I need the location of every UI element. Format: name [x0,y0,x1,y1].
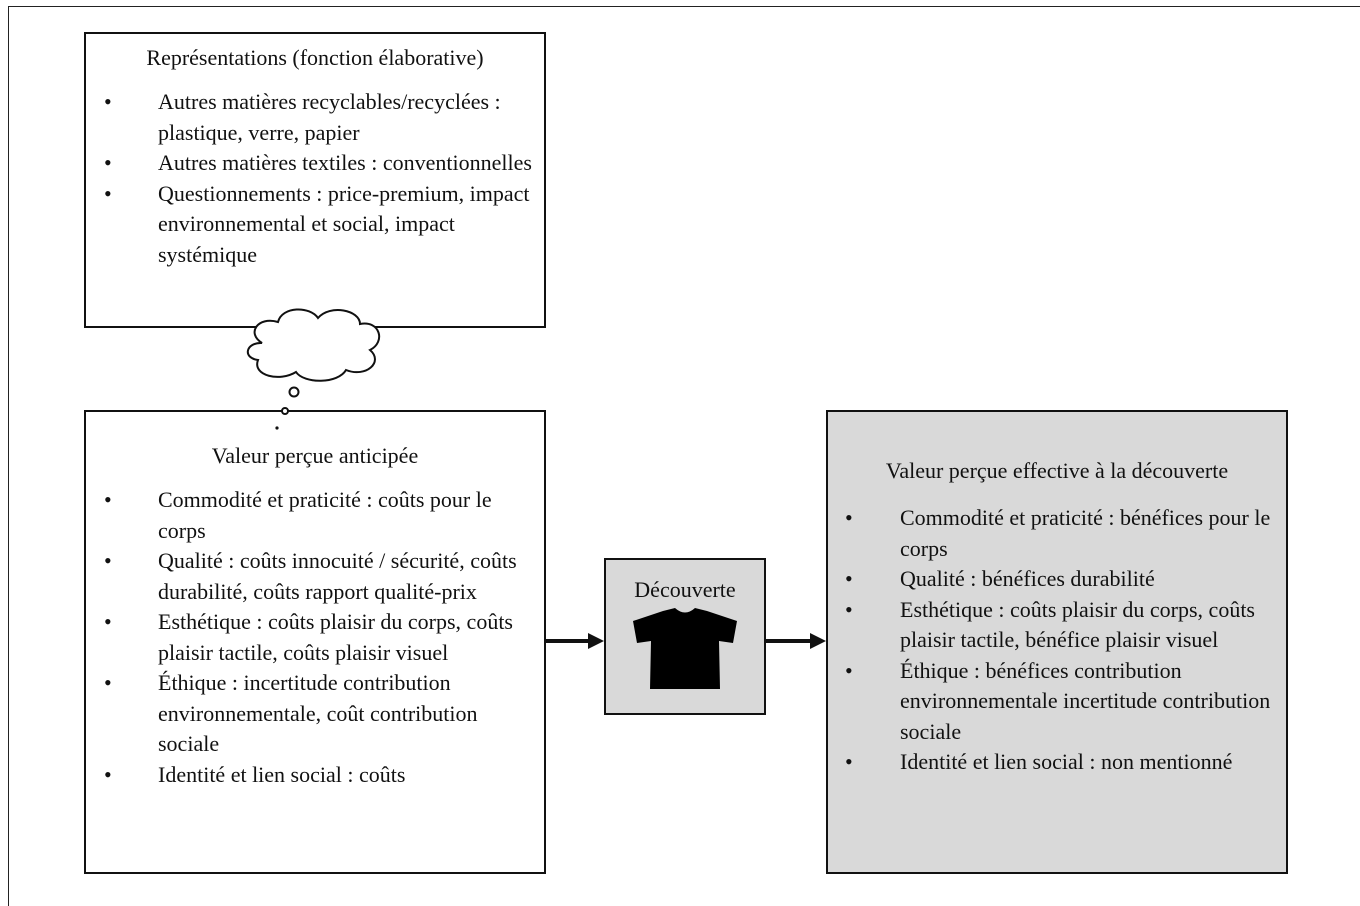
list-item-text: Éthique : bénéfices contribution environ… [900,657,1271,744]
list-item: • Autres matières recyclables/recyclées … [86,87,544,148]
list-item: • Éthique : bénéfices contribution envir… [828,656,1286,748]
bullet-icon: • [845,566,853,591]
list-item: • Esthétique : coûts plaisir du corps, c… [828,595,1286,656]
representations-list: • Autres matières recyclables/recyclées … [86,87,544,270]
t-shirt-icon [633,608,737,689]
bullet-icon: • [104,180,112,206]
bullet-icon: • [104,89,112,114]
bullet-icon: • [104,609,112,634]
bullet-icon: • [845,596,853,622]
discovery-box: Découverte [604,558,766,715]
list-item-text: Commodité et praticité : bénéfices pour … [900,505,1271,561]
bullet-icon: • [845,749,853,774]
arrow-discovery-to-effective [766,633,826,649]
list-item-text: Éthique : incertitude contribution envir… [158,670,478,756]
bullet-icon: • [104,761,112,787]
list-item: • Commodité et praticité : coûts pour le… [86,485,544,546]
bullet-icon: • [845,657,853,683]
bullet-icon: • [104,150,112,175]
arrow-anticipated-to-discovery [546,633,604,649]
anticipated-value-list: • Commodité et praticité : coûts pour le… [86,485,544,790]
list-item: • Questionnements : price-premium, impac… [86,179,544,271]
representations-box: Représentations (fonction élaborative) •… [84,32,546,328]
diagram-frame [8,6,1360,906]
list-item: • Éthique : incertitude contribution env… [86,668,544,760]
effective-value-list: • Commodité et praticité : bénéfices pou… [828,503,1286,778]
anticipated-value-title: Valeur perçue anticipée [211,443,419,468]
list-item-text: Identité et lien social : coûts [158,761,406,787]
list-item-text: Autres matières textiles : conventionnel… [158,150,532,175]
list-item: • Identité et lien social : coûts [86,760,544,791]
list-item: • Esthétique : coûts plaisir du corps, c… [86,607,544,668]
representations-title: Représentations (fonction élaborative) [146,45,484,70]
list-item-text: Esthétique : coûts plaisir du corps, coû… [900,596,1255,653]
list-item: • Autres matières textiles : conventionn… [86,148,544,179]
list-item: • Commodité et praticité : bénéfices pou… [828,503,1286,564]
list-item-text: Autres matières recyclables/recyclées : … [158,89,501,145]
anticipated-value-box: Valeur perçue anticipée • Commodité et p… [84,410,546,874]
bullet-icon: • [845,505,853,530]
list-item-text: Identité et lien social : non mentionné [900,749,1233,774]
list-item: • Identité et lien social : non mentionn… [828,747,1286,778]
list-item-text: Esthétique : coûts plaisir du corps, coû… [158,609,513,665]
thought-bubble-large [288,386,300,398]
thought-cloud-icon [247,308,381,382]
effective-value-box: Valeur perçue effective à la découverte … [826,410,1288,874]
list-item: • Qualité : bénéfices durabilité [828,564,1286,595]
discovery-title: Découverte [634,577,736,602]
list-item-text: Qualité : bénéfices durabilité [900,566,1155,591]
bullet-icon: • [104,487,112,512]
list-item-text: Qualité : coûts innocuité / sécurité, co… [158,548,517,604]
effective-value-title: Valeur perçue effective à la découverte [885,458,1229,483]
thought-bubble-small [275,426,279,430]
bullet-icon: • [104,548,112,573]
list-item-text: Questionnements : price-premium, impact … [158,180,530,267]
thought-bubble-medium [281,407,289,415]
list-item: • Qualité : coûts innocuité / sécurité, … [86,546,544,607]
list-item-text: Commodité et praticité : coûts pour le c… [158,487,492,543]
bullet-icon: • [104,670,112,695]
